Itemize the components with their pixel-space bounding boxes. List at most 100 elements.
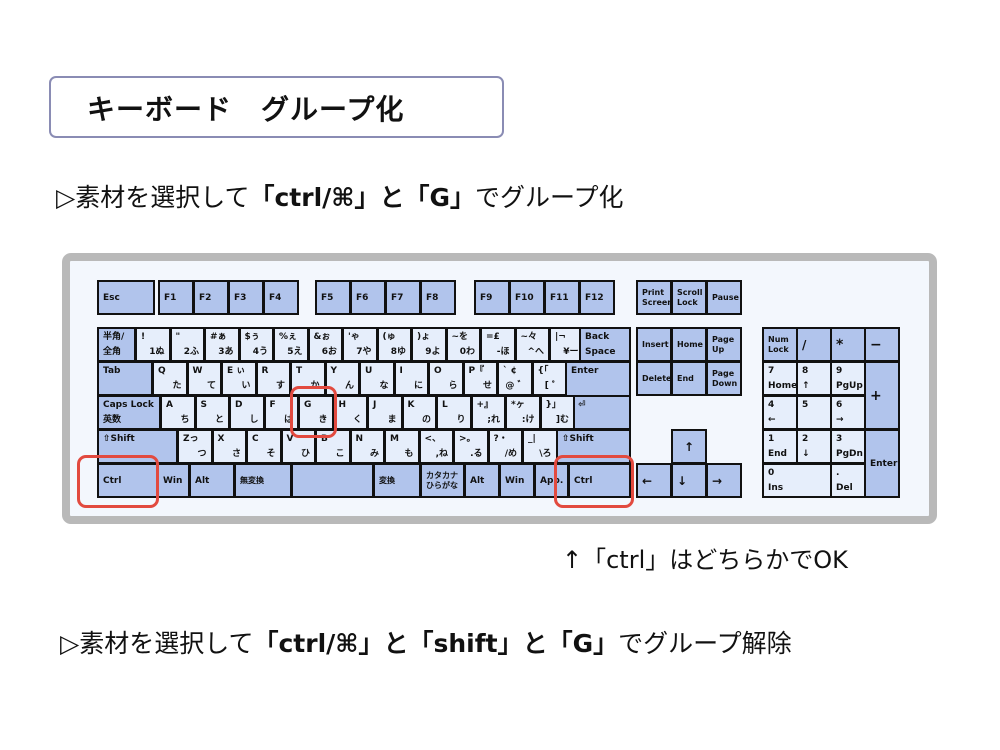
key-bottom-label: な bbox=[379, 381, 389, 391]
highlight-g-key bbox=[290, 386, 337, 438]
instruction-suffix: でグループ化 bbox=[475, 183, 624, 212]
key-top-label: M bbox=[390, 434, 399, 444]
key-top-label: }」 bbox=[545, 400, 561, 410]
key-arrow-left: ← bbox=[636, 463, 672, 498]
key-label: * bbox=[836, 336, 844, 353]
key-f6: F6 bbox=[350, 280, 386, 315]
key-top-label: )ょ bbox=[417, 332, 431, 342]
key-num-star: * bbox=[830, 327, 866, 362]
key-f3: F3 bbox=[228, 280, 264, 315]
key-bottom-label: 5え bbox=[287, 347, 303, 357]
instruction-ungroup: ▷素材を選択して「ctrl/⌘」と「shift」と「G」でグループ解除 bbox=[60, 624, 792, 660]
key-f1: F1 bbox=[158, 280, 194, 315]
key-top-label: 9 bbox=[836, 366, 843, 376]
key-bottom-label: み bbox=[369, 449, 379, 459]
key-top-label: 4 bbox=[768, 400, 775, 410]
key-nav: End bbox=[671, 361, 707, 396]
key-label: Pause bbox=[712, 292, 739, 302]
key-top-label: 'ゃ bbox=[348, 332, 360, 342]
key-top-label: B bbox=[321, 434, 328, 444]
key-f7: F7 bbox=[385, 280, 421, 315]
key-label: Enter bbox=[870, 458, 898, 469]
key-top-label: X bbox=[217, 434, 225, 444]
key-label: Scroll Lock bbox=[677, 287, 703, 307]
key-letter: ` ¢@ ゛ bbox=[497, 361, 533, 396]
key-num-slash: / bbox=[796, 327, 832, 362]
key-label: F9 bbox=[480, 292, 493, 303]
instruction-group: ▷素材を選択して「ctrl/⌘」と「G」でグループ化 bbox=[56, 178, 624, 214]
key-bottom-label: /め bbox=[504, 449, 517, 459]
key-top-label: >。 bbox=[459, 434, 476, 444]
key-label: → bbox=[712, 473, 723, 488]
key-top-label: 2 bbox=[802, 434, 809, 444]
key-label: F11 bbox=[550, 292, 569, 303]
joiner: と bbox=[383, 629, 409, 658]
key-top-label: 8 bbox=[802, 366, 809, 376]
key-enter: Enter bbox=[565, 361, 631, 397]
key-label: F4 bbox=[269, 292, 282, 303]
key-f10: F10 bbox=[509, 280, 545, 315]
key-top-label: 6 bbox=[836, 400, 843, 410]
key-bottom-label: さ bbox=[231, 449, 241, 459]
key-label: Alt bbox=[195, 475, 210, 486]
key-system: Scroll Lock bbox=[671, 280, 707, 315]
key-numlock: Num Lock bbox=[762, 327, 798, 362]
key-bottom-label: 9よ bbox=[425, 347, 441, 357]
key-label: Esc bbox=[103, 292, 120, 303]
key-f2: F2 bbox=[193, 280, 229, 315]
shortcut-ctrl: 「ctrl/⌘」 bbox=[249, 183, 380, 212]
key-top-label: ~々 bbox=[520, 332, 538, 342]
key-bottom-label: に bbox=[413, 381, 423, 391]
key-bottom-label: PgUp bbox=[836, 381, 863, 391]
key-label: Num Lock bbox=[768, 334, 789, 354]
key-arrow-down: ↓ bbox=[671, 463, 707, 498]
key-label: ↓ bbox=[677, 473, 688, 488]
note-either-ctrl: ↑「ctrl」はどちらかでOK bbox=[562, 546, 848, 574]
key-system: Print Screen bbox=[636, 280, 672, 315]
key-num-5: 5 bbox=[796, 395, 832, 430]
key-top-label: 5 bbox=[802, 400, 809, 410]
key-top-label: R bbox=[261, 366, 269, 376]
key-letter: E ぃい bbox=[221, 361, 257, 396]
instruction-prefix: ▷素材を選択して bbox=[60, 629, 254, 658]
key-bottom-label: 1ぬ bbox=[149, 347, 165, 357]
key-letter: ?・/め bbox=[487, 429, 523, 464]
key-label: F12 bbox=[585, 292, 604, 303]
key-label: Win bbox=[505, 475, 525, 486]
key-label: Alt bbox=[470, 475, 485, 486]
key-top-label: {「 bbox=[537, 366, 549, 376]
key-top-label: G bbox=[304, 400, 312, 410]
key-top-label: O bbox=[434, 366, 442, 376]
key-top-label: P『 bbox=[468, 366, 485, 376]
key-top-label: T bbox=[296, 366, 303, 376]
key-top-label: _| bbox=[528, 434, 536, 444]
key-bottom-label: Home bbox=[768, 381, 798, 391]
key-top-label: 1 bbox=[768, 434, 775, 444]
key-letter: {「[ ゜ bbox=[531, 361, 567, 396]
key-bottom-label: ひ bbox=[300, 449, 310, 459]
key-top-label: W bbox=[192, 366, 203, 376]
key-letter: >。.る bbox=[453, 429, 489, 464]
key-f11: F11 bbox=[544, 280, 580, 315]
instruction-prefix: ▷素材を選択して bbox=[56, 183, 250, 212]
key-top-label: U bbox=[365, 366, 373, 376]
key-num-minus: − bbox=[864, 327, 900, 362]
key-top-label: (ゅ bbox=[382, 332, 396, 342]
key-top-label: ` ¢ bbox=[503, 366, 517, 376]
key-top-label: +』 bbox=[476, 400, 494, 410]
key-label: Print Screen bbox=[642, 287, 672, 307]
key-nav: Delete bbox=[636, 361, 672, 396]
